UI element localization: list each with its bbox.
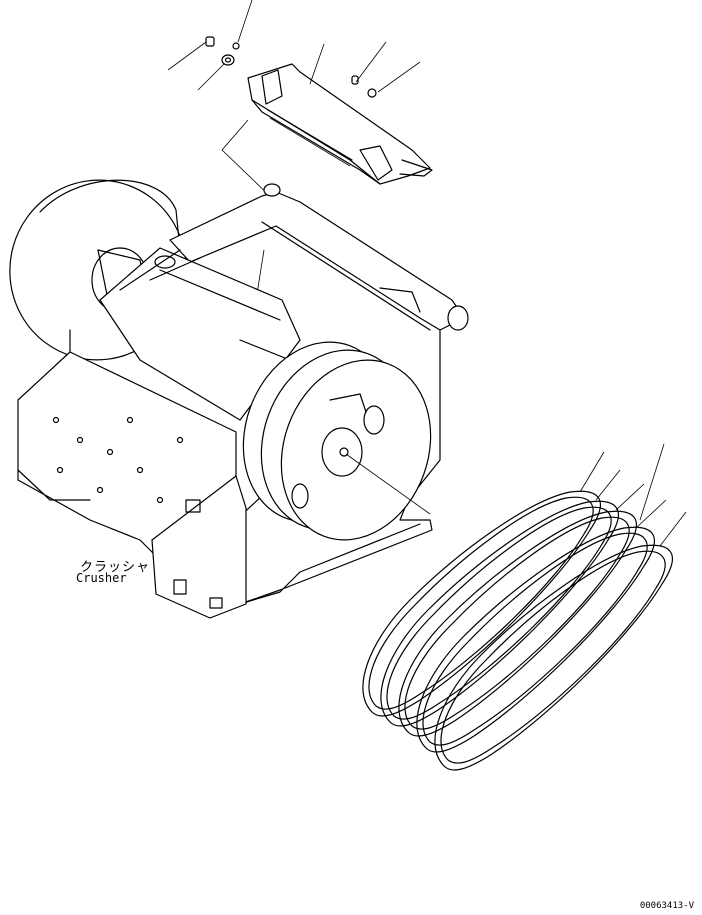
cover-plate-icon <box>247 63 433 185</box>
pulley-icon <box>242 341 432 541</box>
bolt-icon <box>205 36 377 98</box>
crusher-label-english: Crusher <box>76 571 127 585</box>
washer-icon <box>221 54 235 66</box>
crusher-label-japanese: クラッシャ <box>80 560 151 575</box>
drawing-code: 00063413-V <box>639 901 694 911</box>
v-belt-icon <box>362 490 673 771</box>
leader-lines-belts <box>579 443 687 547</box>
leader-line-pulley <box>345 453 431 515</box>
